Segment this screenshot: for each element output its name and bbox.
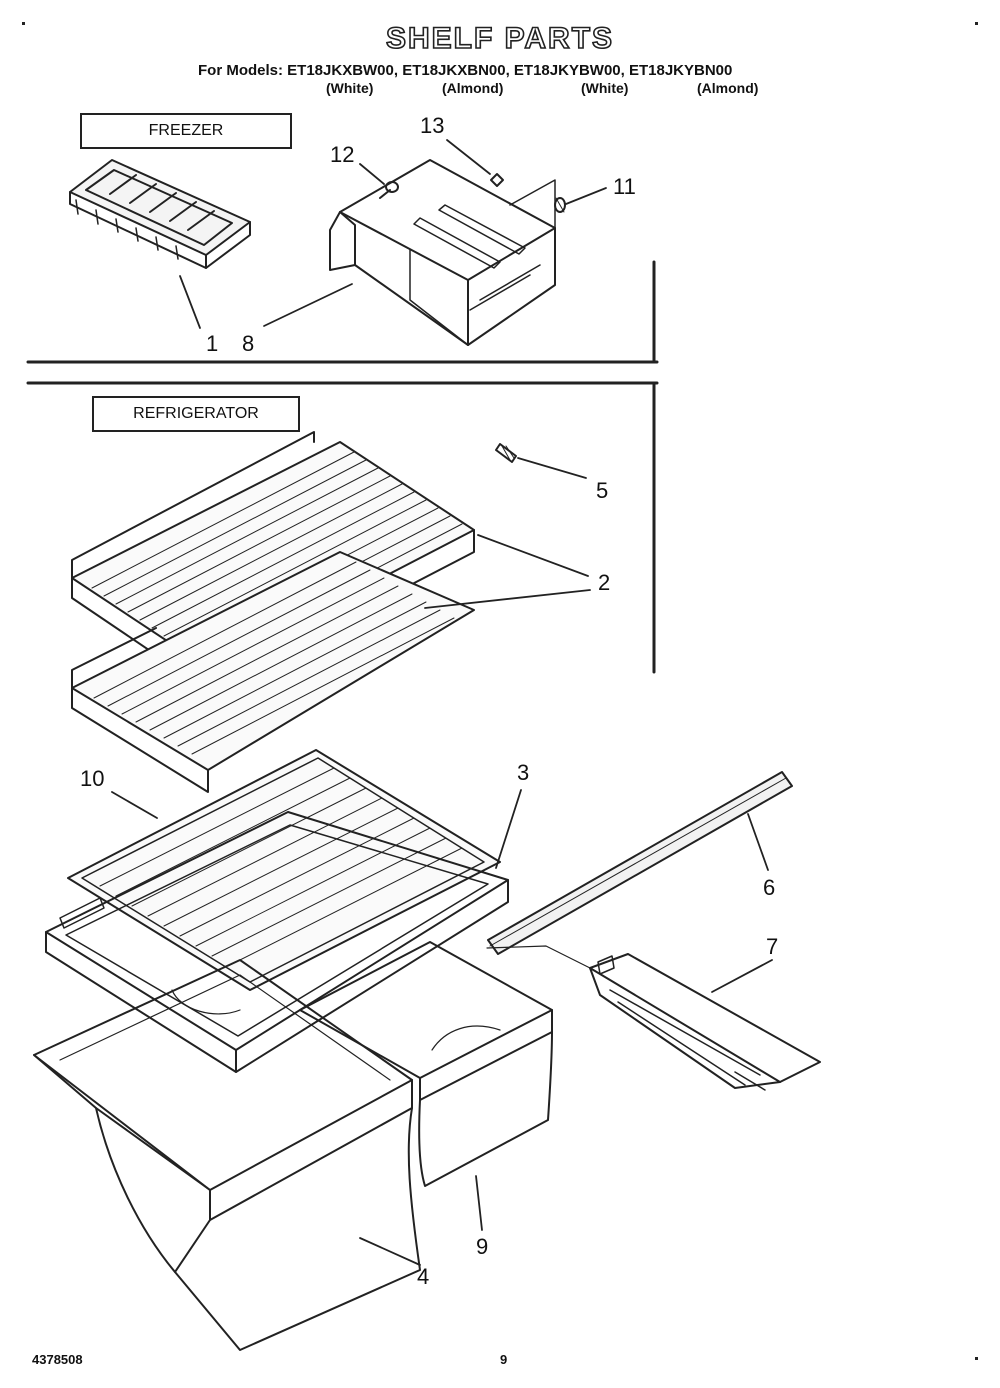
corner-mark-tr — [975, 22, 978, 25]
page-title: SHELF PARTS — [385, 21, 615, 56]
callout-2: 2 — [598, 570, 610, 595]
crisper-glass-part-10 — [67, 749, 501, 991]
screw-part-11 — [554, 197, 566, 213]
callout-10: 10 — [80, 766, 104, 791]
screw-part-5 — [495, 443, 517, 463]
color-almond-1: (Almond) — [442, 80, 504, 96]
crisper-drawer-right-part-9 — [299, 941, 553, 1187]
trim-strip-part-6 — [487, 771, 793, 955]
glass-shelf-upper-part-2 — [71, 431, 475, 691]
ice-tray-part-1 — [69, 159, 251, 269]
callout-3: 3 — [517, 760, 529, 785]
callout-numbers: 1 2 3 4 5 6 7 8 9 10 11 12 13 — [80, 113, 778, 1289]
callout-11: 11 — [613, 174, 636, 199]
models-line: For Models: ET18JKXBW00, ET18JKXBN00, ET… — [198, 62, 733, 79]
callout-9: 9 — [476, 1234, 488, 1259]
page-number: 9 — [500, 1352, 508, 1367]
freezer-shelf-part-8 — [329, 159, 556, 346]
glass-shelf-lower-part-2 — [71, 551, 475, 793]
screw-part-12 — [379, 181, 399, 199]
callout-5: 5 — [596, 478, 608, 503]
crisper-drawer-left-part-4 — [33, 959, 421, 1351]
section-frames — [26, 260, 659, 674]
callout-1: 1 — [206, 331, 218, 356]
corner-mark-br — [975, 1357, 978, 1360]
leader-lines — [111, 139, 773, 1266]
freezer-section-label: FREEZER — [80, 113, 292, 149]
clip-part-13 — [490, 173, 504, 187]
callout-12: 12 — [330, 142, 354, 167]
doc-number: 4378508 — [32, 1352, 83, 1367]
callout-4: 4 — [417, 1264, 429, 1289]
callout-13: 13 — [420, 113, 444, 138]
refrigerator-section-label: REFRIGERATOR — [92, 396, 300, 432]
color-white-2: (White) — [581, 80, 629, 96]
shelf-lower-ribs — [93, 561, 455, 755]
crisper-glass-ribs — [99, 767, 463, 967]
callout-6: 6 — [763, 875, 775, 900]
color-almond-2: (Almond) — [697, 80, 759, 96]
callout-8: 8 — [242, 331, 254, 356]
callout-7: 7 — [766, 934, 778, 959]
slide-rail-part-7 — [589, 953, 821, 1091]
color-white-1: (White) — [326, 80, 374, 96]
corner-mark-tl — [22, 22, 25, 25]
